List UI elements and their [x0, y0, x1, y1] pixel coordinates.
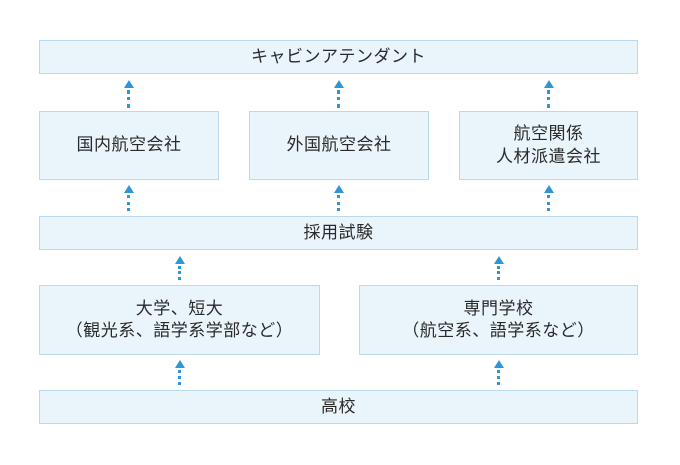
arrow-exam-to-staffing — [542, 185, 556, 211]
arrow-foreign-to-cabin-attendant — [332, 80, 346, 108]
recruitment-exam-box: 採用試験 — [39, 216, 638, 250]
airline-staffing-box: 航空関係 人材派遣会社 — [459, 111, 638, 180]
foreign-airline-box: 外国航空会社 — [249, 111, 429, 180]
foreign-airline-label: 外国航空会社 — [286, 135, 392, 156]
cabin-attendant-box: キャビンアテンダント — [39, 40, 638, 74]
vocational-school-box: 専門学校 （航空系、語学系など） — [359, 285, 638, 355]
arrow-university-to-exam — [173, 256, 187, 280]
arrow-high-school-to-vocational — [492, 360, 506, 385]
domestic-airline-box: 国内航空会社 — [39, 111, 219, 180]
arrow-vocational-to-exam — [492, 256, 506, 280]
university-label-line2: （観光系、語学系学部など） — [65, 321, 294, 341]
airline-staffing-label-line1: 航空関係 — [513, 124, 584, 145]
recruitment-exam-label: 採用試験 — [303, 222, 374, 243]
high-school-box: 高校 — [39, 390, 638, 424]
university-label-line1: 大学、短大 — [135, 298, 224, 319]
domestic-airline-label: 国内航空会社 — [76, 135, 182, 156]
airline-staffing-label-line2: 人材派遣会社 — [496, 146, 601, 167]
arrow-high-school-to-university — [173, 360, 187, 385]
cabin-attendant-label: キャビンアテンダント — [251, 46, 426, 67]
vocational-school-label-line1: 専門学校 — [463, 298, 534, 319]
arrow-staffing-to-cabin-attendant — [542, 80, 556, 108]
arrow-exam-to-domestic — [122, 185, 136, 211]
high-school-label: 高校 — [321, 396, 356, 417]
arrow-domestic-to-cabin-attendant — [122, 80, 136, 108]
arrow-exam-to-foreign — [332, 185, 346, 211]
vocational-school-label-line2: （航空系、語学系など） — [402, 321, 595, 341]
university-box: 大学、短大 （観光系、語学系学部など） — [39, 285, 320, 355]
